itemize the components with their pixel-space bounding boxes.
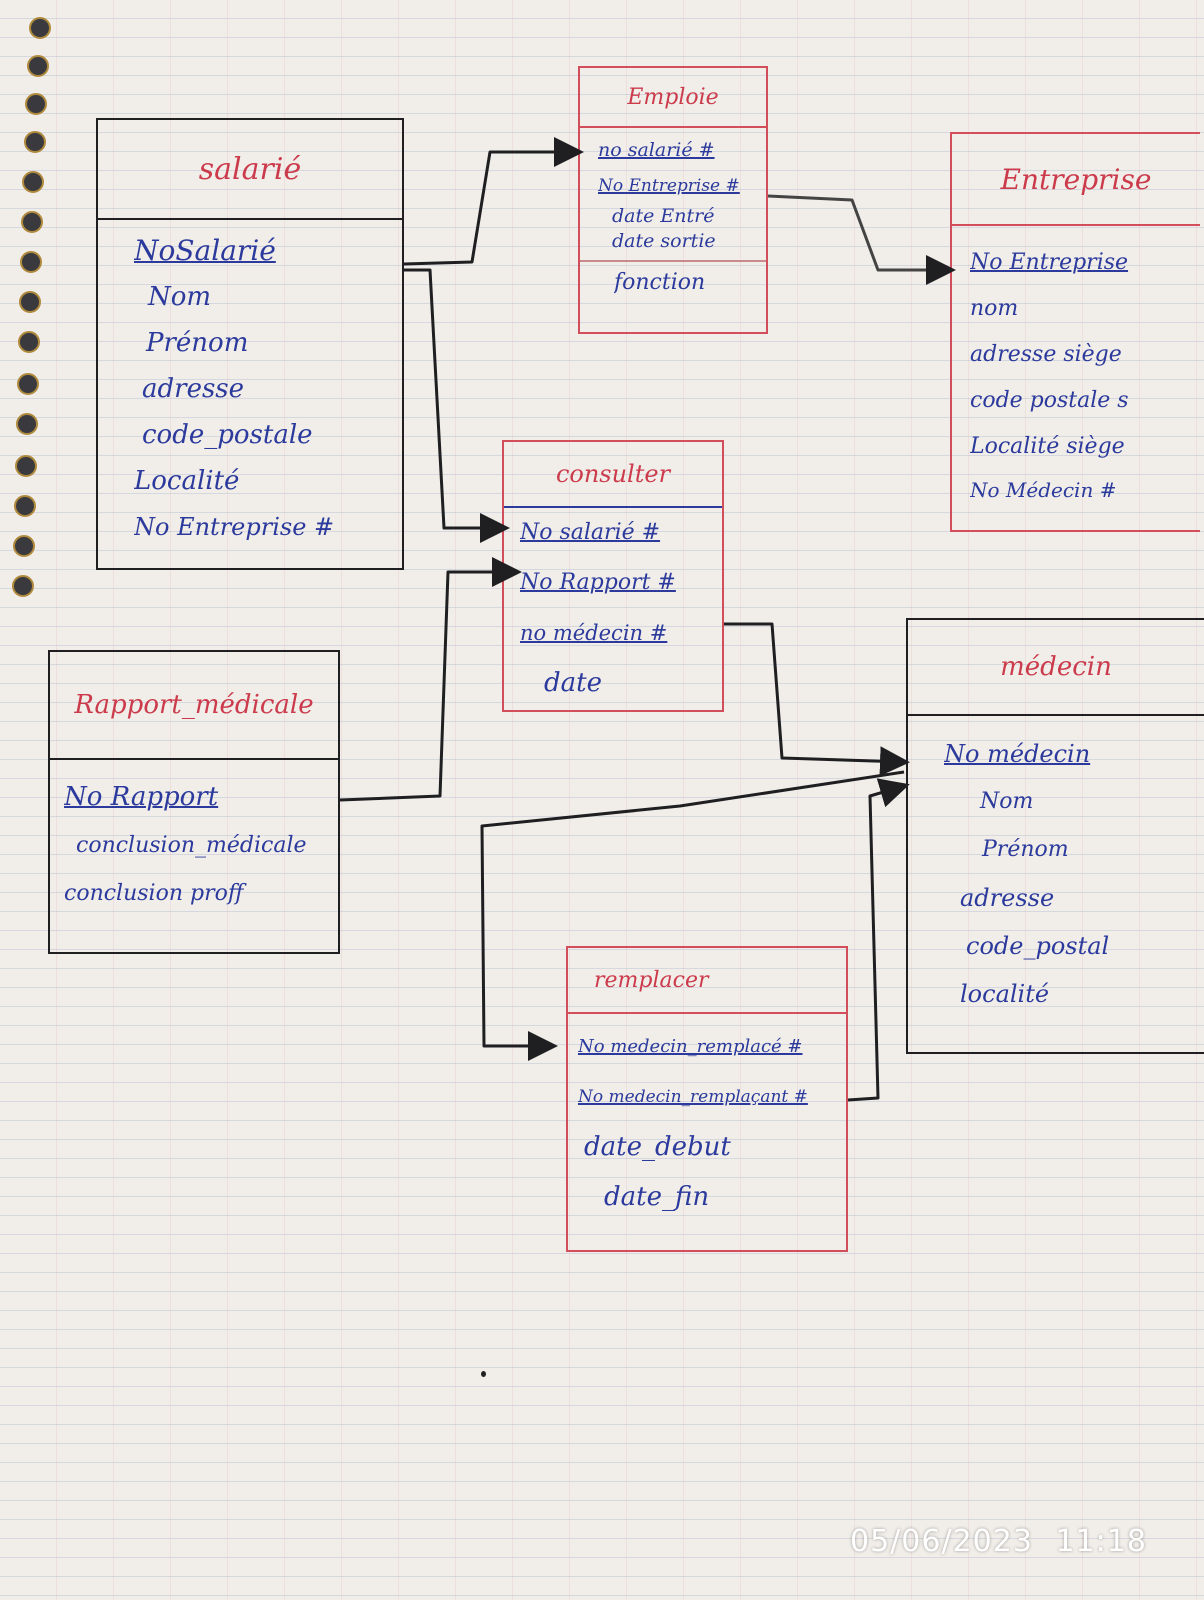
- attribute-no-medecin-remplace-fk: No medecin_remplacé #: [578, 1036, 803, 1057]
- link-remplacer-medecin-remplacant: [847, 778, 910, 1102]
- attribute-adresse: adresse: [142, 374, 245, 404]
- photo-timestamp: 05/06/2023 11:18: [850, 1524, 1147, 1559]
- attribute-no-entreprise: No Entreprise: [970, 250, 1129, 275]
- ink-dot: [481, 1371, 486, 1377]
- attribute-nom-entreprise: nom: [970, 296, 1019, 321]
- entity-entreprise: Entreprise No Entreprise nom adresse siè…: [950, 132, 1200, 532]
- attribute-no-medecin-fk: No Médecin #: [970, 478, 1117, 502]
- attribute-conclusion-proff: conclusion proff: [64, 881, 244, 906]
- attribute-no-entreprise-fk: No Entreprise #: [598, 176, 740, 196]
- entity-entreprise-title: Entreprise: [952, 134, 1200, 226]
- entity-medecin: médecin No médecin Nom Prénom adresse co…: [906, 618, 1204, 1054]
- link-salarie-emploie: [403, 137, 584, 266]
- entity-rapport-medicale-attributes: No Rapport conclusion_médicale conclusio…: [50, 760, 338, 918]
- attribute-code-postale: code_postale: [142, 420, 313, 450]
- link-emploie-entreprise: [767, 194, 956, 285]
- attribute-nom: Nom: [148, 282, 212, 312]
- attribute-no-medecin-remplacant-fk: No medecin_remplaçant #: [578, 1087, 808, 1107]
- attribute-no-entreprise-fk: No Entreprise #: [134, 513, 335, 541]
- entity-emploie: Emploie no salarié # No Entreprise # dat…: [578, 66, 768, 334]
- attribute-no-medecin: No médecin: [944, 740, 1091, 768]
- attribute-adresse: adresse: [960, 884, 1055, 912]
- entity-emploie-attributes: no salarié # No Entreprise # date Entré …: [580, 128, 766, 254]
- attribute-no-rapport: No Rapport: [64, 782, 219, 812]
- entity-consulter: consulter No salarié # No Rapport # no m…: [502, 440, 724, 712]
- attribute-conclusion-medicale: conclusion_médicale: [76, 833, 307, 858]
- entity-remplacer: remplacer No medecin_remplacé # No medec…: [566, 946, 848, 1252]
- attribute-date-debut: date_debut: [584, 1132, 731, 1162]
- attribute-adresse-siege: adresse siège: [970, 342, 1122, 367]
- attribute-localite-siege: Localité siège: [970, 434, 1125, 459]
- attribute-no-rapport-fk: No Rapport #: [520, 570, 676, 595]
- entity-salarie-attributes: NoSalarié Nom Prénom adresse code_postal…: [98, 220, 402, 550]
- attribute-localite: localité: [960, 980, 1050, 1008]
- entity-entreprise-attributes: No Entreprise nom adresse siège code pos…: [952, 226, 1200, 510]
- attribute-prenom: Prénom: [146, 328, 249, 358]
- attribute-date-entree: date Entré: [612, 205, 715, 227]
- entity-emploie-title: Emploie: [580, 68, 766, 128]
- attribute-no-salarie: NoSalarié: [134, 234, 276, 267]
- entity-salarie-title: salarié: [98, 120, 402, 220]
- attribute-no-salarie-fk: no salarié #: [598, 139, 715, 161]
- attribute-date-fin: date_fin: [604, 1182, 710, 1212]
- attribute-code-postal: code_postal: [966, 932, 1110, 960]
- attribute-localite: Localité: [134, 466, 240, 496]
- attribute-code-postale-s: code postale s: [970, 388, 1129, 413]
- attribute-fonction: fonction: [614, 270, 706, 295]
- link-rapport-consulter: [339, 557, 522, 802]
- entity-consulter-title: consulter: [504, 442, 722, 508]
- entity-remplacer-attributes: No medecin_remplacé # No medecin_remplaç…: [568, 1014, 846, 1222]
- attribute-no-salarie-fk: No salarié #: [520, 520, 661, 545]
- spiral-rings: [12, 17, 51, 597]
- entity-medecin-title: médecin: [908, 620, 1204, 716]
- entity-emploie-extra: fonction: [580, 262, 766, 298]
- entity-consulter-attributes: No salarié # No Rapport # no médecin # d…: [504, 508, 722, 708]
- attribute-date-sortie: date sortie: [612, 230, 716, 252]
- entity-salarie: salarié NoSalarié Nom Prénom adresse cod…: [96, 118, 404, 570]
- entity-rapport-medicale-title: Rapport_médicale: [50, 652, 338, 760]
- entity-rapport-medicale: Rapport_médicale No Rapport conclusion_m…: [48, 650, 340, 954]
- entity-remplacer-title: remplacer: [568, 948, 846, 1014]
- emploie-divider: [580, 260, 766, 262]
- link-consulter-medecin: [724, 622, 910, 777]
- entity-medecin-attributes: No médecin Nom Prénom adresse code_posta…: [908, 716, 1204, 1018]
- timestamp-time: 11:18: [1055, 1524, 1147, 1559]
- timestamp-date: 05/06/2023: [850, 1524, 1033, 1559]
- attribute-prenom: Prénom: [982, 837, 1069, 862]
- spiral-binding: [12, 17, 51, 597]
- attribute-date: date: [544, 668, 602, 698]
- attribute-nom: Nom: [980, 789, 1034, 814]
- attribute-no-medecin-fk: no médecin #: [520, 621, 668, 645]
- link-salarie-consulter: [404, 268, 510, 543]
